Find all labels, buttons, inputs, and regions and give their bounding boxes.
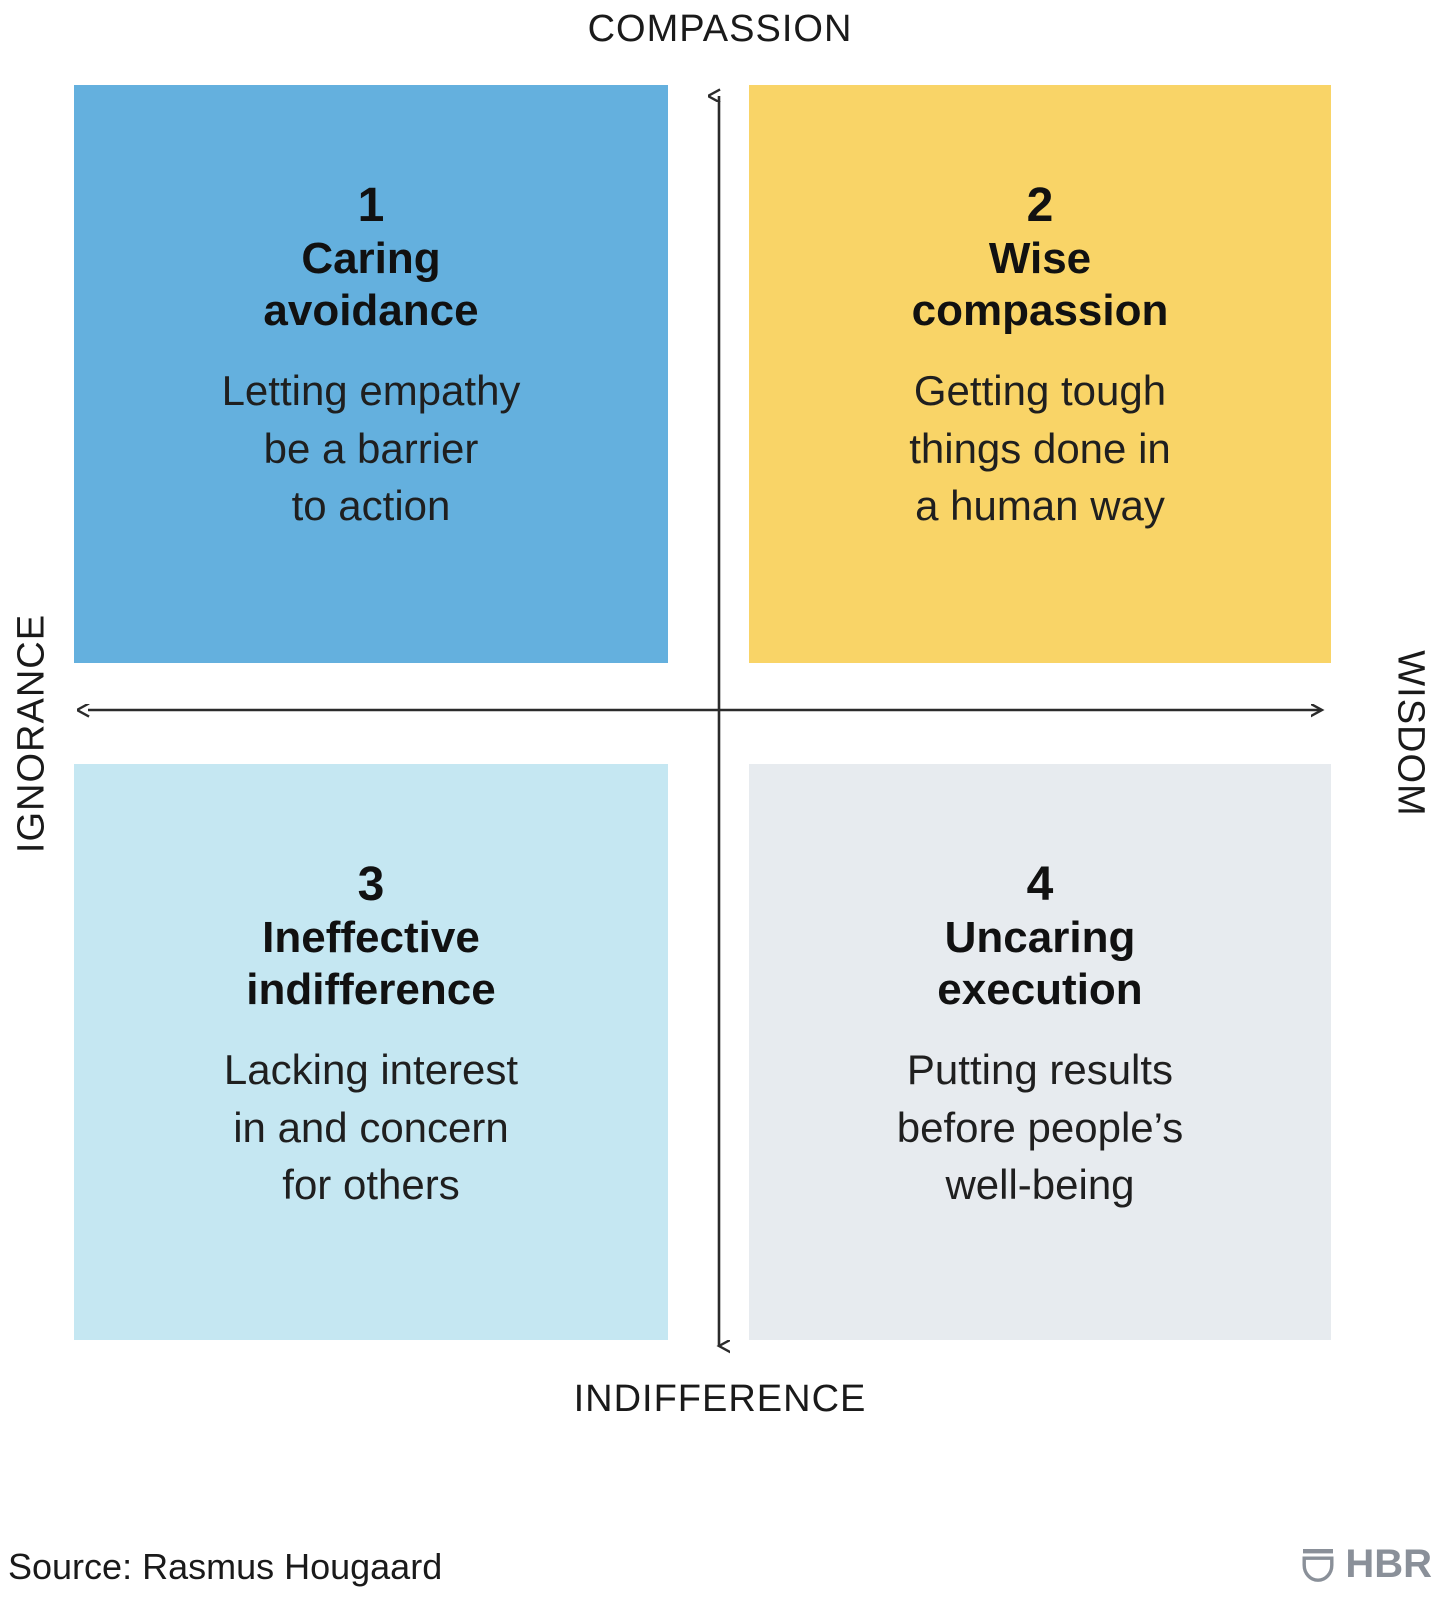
source-note: Source: Rasmus Hougaard xyxy=(8,1546,443,1587)
axis-label-compassion: COMPASSION xyxy=(587,8,853,50)
quadrant-4-number: 4 xyxy=(1026,858,1054,911)
axis-label-ignorance: IGNORANCE xyxy=(10,613,53,854)
hbr-logo: HBR xyxy=(1301,1543,1432,1585)
hbr-wordmark: HBR xyxy=(1345,1542,1432,1586)
quadrant-3-number: 3 xyxy=(357,858,385,911)
shield-icon xyxy=(1302,1549,1334,1582)
quadrant-2-number: 2 xyxy=(1026,179,1054,232)
axis-label-wisdom: WISDOM xyxy=(1389,650,1432,817)
quadrant-1-number: 1 xyxy=(357,179,385,232)
axis-label-indifference: INDIFFERENCE xyxy=(573,1378,867,1420)
